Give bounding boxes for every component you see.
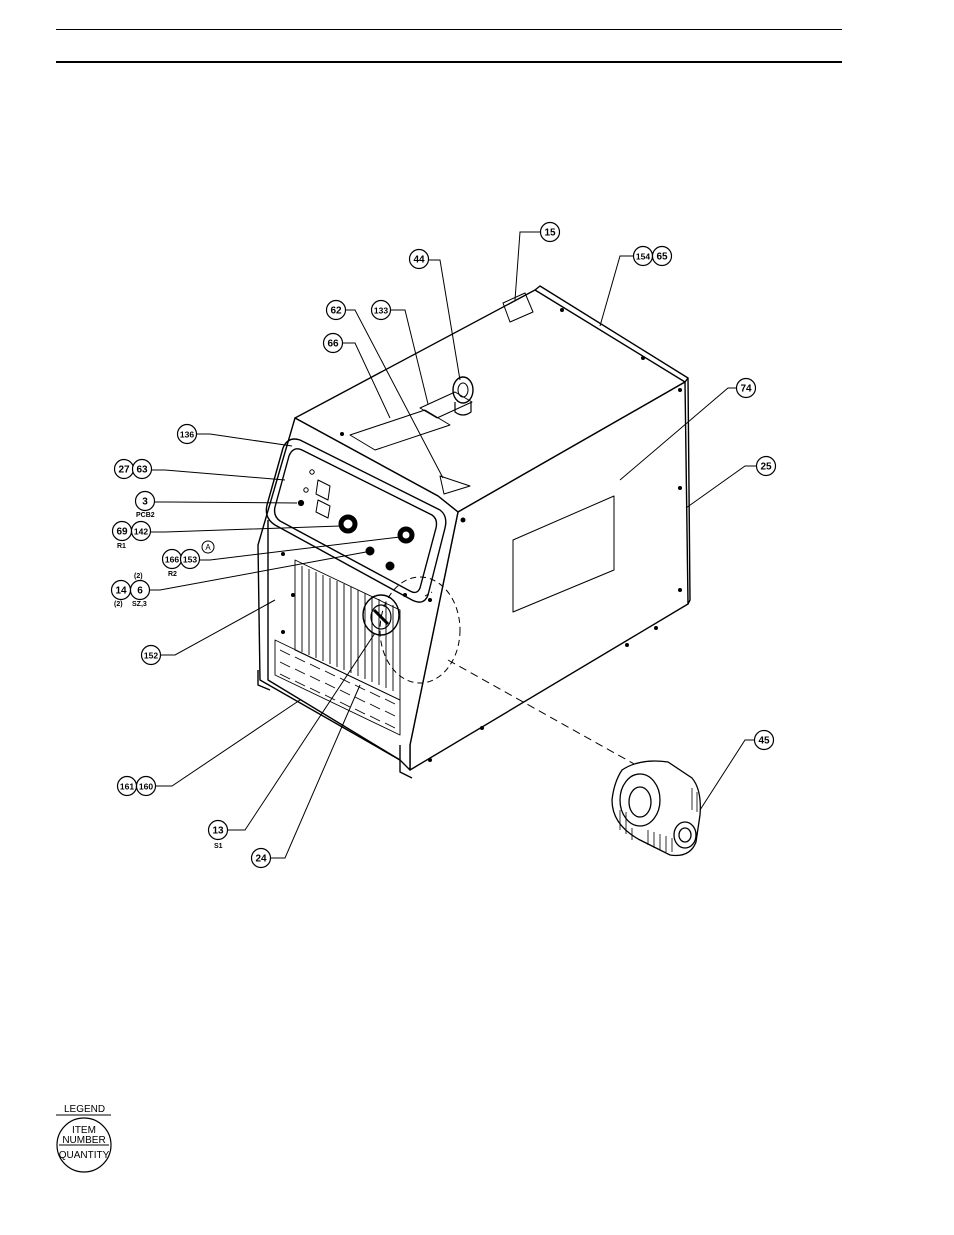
balloon-44: 44 [410,250,429,269]
sublabel-sz3: SZ,3 [132,601,147,608]
balloon-136-label: 136 [180,430,194,440]
legend-quantity: QUANTITY [59,1150,110,1161]
balloon-65-label: 65 [656,252,668,263]
balloon-25-label: 25 [760,462,772,473]
balloon-24-label: 24 [255,854,267,865]
balloon-166: 166 [163,550,182,569]
balloon-152: 152 [142,646,161,665]
balloon-13: 13 [209,821,228,840]
indicator-led-3 [298,500,303,505]
balloon-27-label: 27 [118,465,130,476]
balloon-13-label: 13 [212,826,224,837]
balloon-A-label: A [205,543,211,552]
balloon-45: 45 [755,731,774,750]
balloon-3: 3 [136,492,155,511]
balloon-6-label: 6 [137,586,143,597]
post-1 [366,547,374,555]
balloon-66: 66 [324,334,343,353]
legend: LEGEND ITEM NUMBER QUANTITY [56,1104,111,1172]
sublabel-qty-2-top: (2) [134,573,143,580]
machine-body [258,286,690,778]
balloon-74-label: 74 [740,384,752,395]
legend-item-line2: NUMBER [62,1135,105,1146]
balloon-136: 136 [178,425,197,444]
balloon-62-label: 62 [330,306,342,317]
balloon-63-label: 63 [136,465,148,476]
balloon-63: 63 [133,460,152,479]
balloon-15-label: 15 [544,228,556,239]
balloon-153: 153 [181,550,200,569]
balloon-69: 69 [113,522,132,541]
post-2 [386,562,394,570]
balloon-152-label: 152 [144,651,158,661]
knob-r1-cap [343,519,353,529]
balloon-27: 27 [115,460,134,479]
leader-27-63 [150,470,285,480]
balloon-45-label: 45 [758,736,770,747]
balloon-69-label: 69 [116,527,128,538]
balloon-153-label: 153 [183,555,197,565]
balloon-166-label: 166 [165,555,179,565]
knob-r2-cap [402,531,410,539]
balloon-66-label: 66 [327,339,339,350]
balloon-44-label: 44 [413,255,425,266]
balloon-25: 25 [757,457,776,476]
leader-45 [700,740,755,810]
balloon-160: 160 [137,777,156,796]
balloon-14: 14 [112,581,131,600]
leader-136 [196,434,292,446]
balloon-3-label: 3 [142,497,148,508]
leader-152 [160,600,275,655]
balloon-14-label: 14 [115,586,127,597]
side-edge-right [688,378,690,604]
balloon-142-label: 142 [134,527,148,537]
legend-title: LEGEND [64,1104,105,1115]
leader-161-160 [155,700,300,786]
balloon-142: 142 [132,522,151,541]
balloon-133-label: 133 [374,306,388,316]
sublabel-pcb2: PCB2 [136,512,155,519]
sublabel-s1: S1 [214,843,223,850]
balloon-161: 161 [118,777,137,796]
balloon-74: 74 [737,379,756,398]
balloon-62: 62 [327,301,346,320]
balloon-154-label: 154 [636,252,650,262]
balloon-161-label: 161 [120,782,134,792]
sublabel-r2: R2 [168,571,177,578]
leader-154-65 [600,256,634,326]
sublabel-r1: R1 [117,543,126,550]
balloon-154: 154 [634,247,653,266]
balloon-A: A [202,541,214,553]
leader-25 [686,466,757,508]
balloon-133: 133 [372,301,391,320]
balloon-160-label: 160 [139,782,153,792]
balloon-6: 6 [131,581,150,600]
detail-view-connector [612,761,700,855]
balloon-15: 15 [541,223,560,242]
balloon-65: 65 [653,247,672,266]
balloon-24: 24 [252,849,271,868]
sublabel-qty-2-bottom: (2) [114,601,123,608]
